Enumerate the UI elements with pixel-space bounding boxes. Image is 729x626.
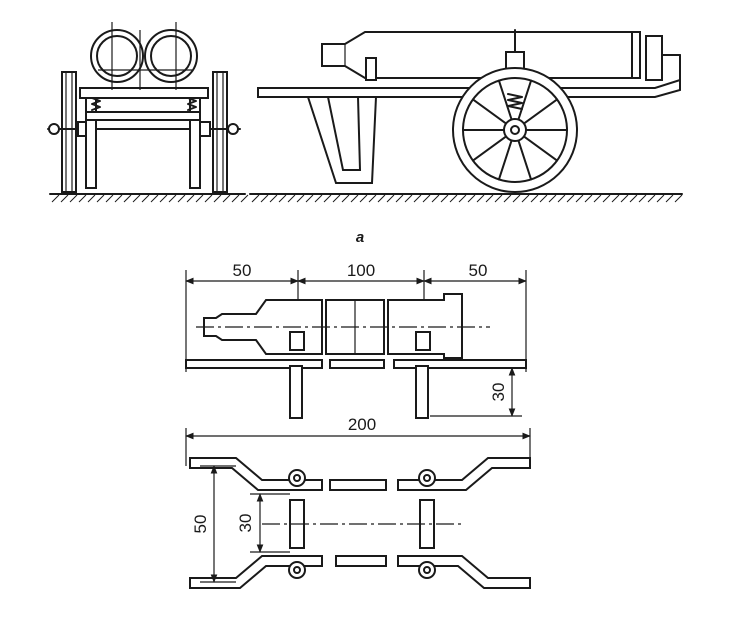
dim-left-inner: 30 (236, 514, 255, 533)
dim-top-right: 50 (469, 261, 488, 280)
dim-height-right: 30 (489, 383, 508, 402)
elev-muzzle (387, 293, 463, 359)
left-hub (48, 123, 60, 135)
ground-hatch-left (51, 194, 249, 203)
elev-beam-right (393, 359, 527, 369)
right-hub (227, 123, 239, 135)
front-view (47, 22, 249, 203)
dim-overall-width: 200 (348, 415, 376, 434)
plan-drawing: 200 50 30 (185, 415, 531, 589)
elev-beam-left (185, 359, 323, 369)
elev-post-right (415, 365, 429, 419)
dim-left-outer: 50 (191, 515, 210, 534)
right-spring (187, 97, 197, 111)
dim-top-middle: 100 (347, 261, 375, 280)
left-spring (91, 97, 101, 111)
lower-crossbar (85, 111, 201, 121)
right-leg (189, 95, 201, 189)
elev-post-left (289, 365, 303, 419)
plan-rail-upper-right (397, 457, 531, 491)
plan-rail-lower-right (397, 555, 531, 589)
plan-rail-lower-left (189, 555, 323, 589)
barrel-right (144, 29, 198, 83)
left-wheel (61, 71, 77, 193)
side-view (249, 29, 683, 203)
barrel-left (90, 29, 144, 83)
dim-top-left: 50 (233, 261, 252, 280)
elevation-drawing: 50 100 50 30 (185, 261, 527, 419)
figure-label: a (356, 229, 364, 246)
top-crossbar (79, 87, 209, 99)
right-wheel (212, 71, 228, 193)
ground-hatch-right (251, 194, 683, 203)
support-leg (306, 96, 378, 184)
